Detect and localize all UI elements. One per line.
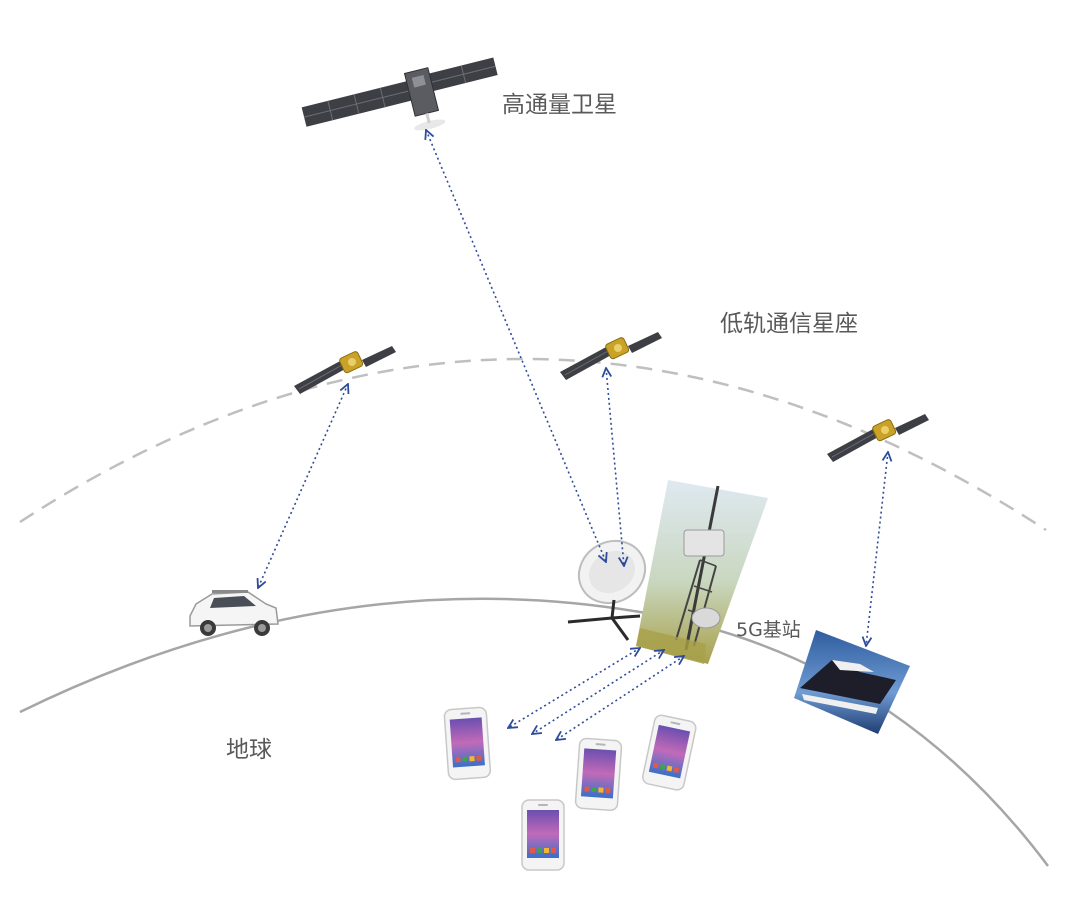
label-high-throughput-satellite: 高通量卫星: [502, 92, 617, 118]
link-hts-dish: [426, 130, 606, 562]
high-throughput-satellite-icon: [301, 57, 498, 131]
link-leo-car: [258, 384, 348, 588]
leo-satellite-icon: [293, 345, 397, 395]
label-leo-constellation: 低轨通信星座: [720, 311, 858, 337]
leo-orbit-arc: [19, 357, 1047, 532]
smartphone-icon: [443, 706, 492, 781]
smartphone-icon: [640, 713, 698, 792]
link-bs-phone-3: [556, 656, 684, 740]
smartphone-icon: [521, 799, 565, 871]
earth-surface-arc: [19, 597, 1050, 867]
cruise-ship-icon: [794, 630, 910, 734]
link-leo-ship: [866, 452, 888, 646]
leo-satellite-icon: [559, 331, 663, 381]
suv-icon: [189, 590, 279, 636]
link-leo-dish: [606, 368, 624, 566]
label-earth: 地球: [226, 737, 272, 763]
link-bs-phone-1: [508, 648, 640, 728]
smartphone-icon: [574, 737, 623, 812]
5g-base-station-icon: [636, 480, 768, 664]
label-5g-base-station: 5G基站: [736, 619, 801, 641]
link-bs-phone-2: [532, 650, 664, 734]
